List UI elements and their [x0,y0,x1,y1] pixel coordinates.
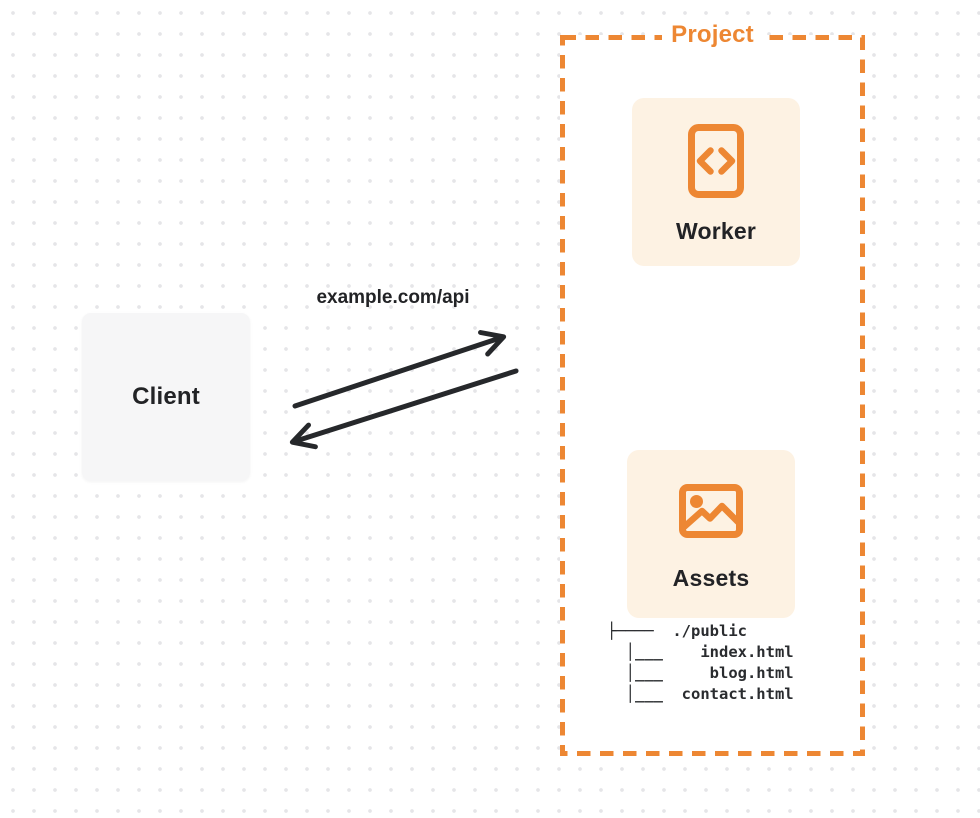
request-arrow [292,330,507,409]
file-tree-item: │___ contact.html [607,685,794,703]
response-arrow [289,368,519,450]
code-file-icon [688,124,744,198]
file-tree-root: ├──── ./public [607,622,747,640]
file-tree-item: │___ blog.html [607,664,794,682]
assets-node: Assets [627,450,795,618]
worker-node: Worker [632,98,800,266]
assets-label: Assets [672,565,750,591]
file-tree: ├──── ./public │___ index.html │___ blog… [607,621,794,705]
image-icon [679,484,743,538]
client-node: Client [82,313,250,481]
file-tree-item: │___ index.html [607,643,794,661]
worker-label: Worker [675,218,757,244]
request-url-label: example.com/api [316,287,470,308]
client-label: Client [132,383,200,410]
